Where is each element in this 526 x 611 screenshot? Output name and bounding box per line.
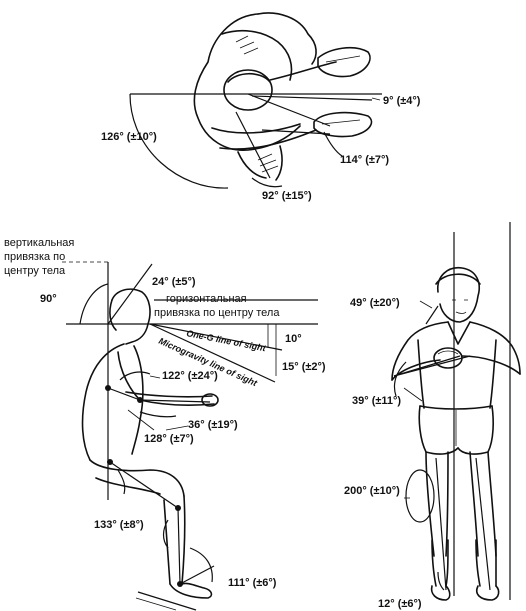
angle-122-label: 122° (±24°)	[162, 370, 218, 382]
one-g-line-of-sight-label: One-G line of sight	[186, 328, 268, 353]
vertical-ref-line1: вертикальная	[4, 237, 74, 249]
side-view-figure	[62, 261, 318, 611]
angle-39-label: 39° (±11°)	[352, 395, 401, 407]
top-view-figure	[129, 12, 382, 189]
front-view-figure	[391, 222, 521, 601]
angle-126-label: 126° (±10°)	[101, 131, 157, 143]
angle-200-label: 200° (±10°)	[344, 485, 400, 497]
horizontal-ref-line2: привязка по центру тела	[154, 307, 280, 319]
angle-90-label: 90°	[40, 293, 57, 305]
vertical-ref-line3: центру тела	[4, 265, 66, 277]
angle-36-label: 36° (±19°)	[188, 419, 238, 431]
vertical-ref-line2: привязка по	[4, 251, 65, 263]
angle-15-label: 15° (±2°)	[282, 361, 326, 373]
angle-24-label: 24° (±5°)	[152, 276, 196, 288]
angle-49-label: 49° (±20°)	[350, 297, 400, 309]
angle-10-label: 10°	[285, 333, 302, 345]
angle-114-label: 114° (±7°)	[340, 154, 389, 166]
angle-133-label: 133° (±8°)	[94, 519, 144, 531]
angle-92-label: 92° (±15°)	[262, 190, 312, 202]
angle-9-label: 9° (±4°)	[383, 95, 421, 107]
horizontal-ref-line1: горизонтальная	[166, 293, 247, 305]
angle-111-label: 111° (±6°)	[228, 577, 277, 589]
angle-128-label: 128° (±7°)	[144, 433, 194, 445]
angle-12-label: 12° (±6°)	[378, 598, 422, 610]
